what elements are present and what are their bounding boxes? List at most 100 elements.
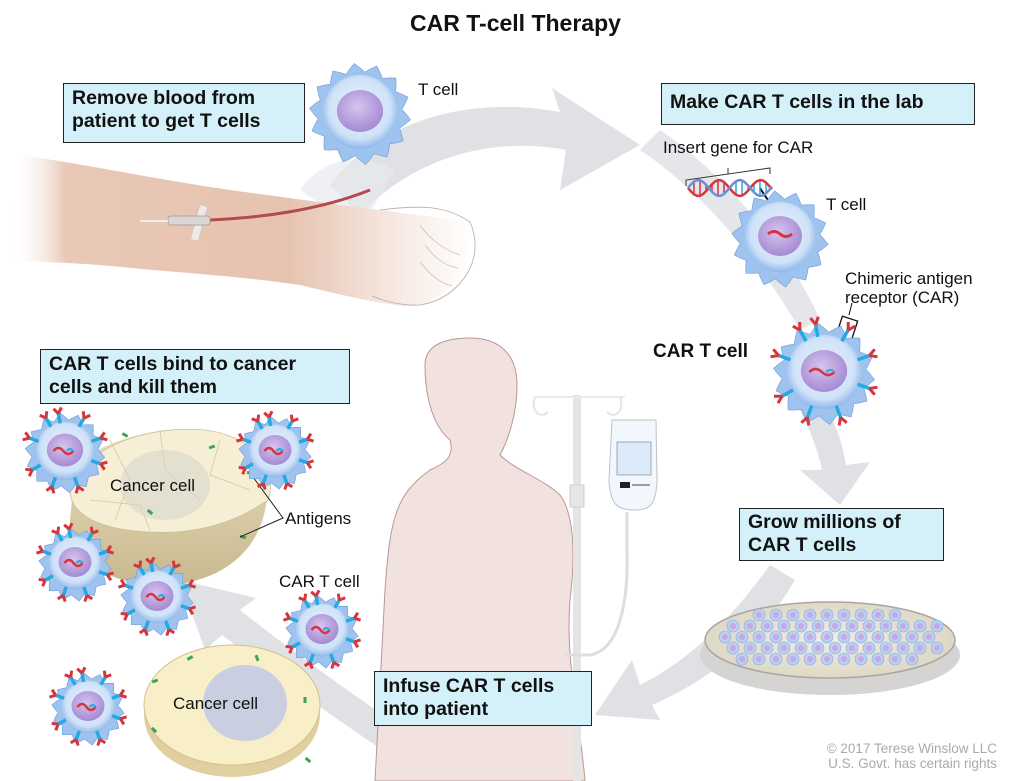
car-receptor-head: [330, 661, 341, 670]
car-receptor-head: [133, 560, 143, 569]
car-receptor-head: [800, 416, 811, 426]
car-receptor-head: [306, 459, 315, 470]
car-receptor-stem: [813, 324, 820, 338]
car-receptor-stem: [56, 532, 64, 542]
page-title: CAR T-cell Therapy: [410, 10, 621, 36]
label-cancer-cell-2: Cancer cell: [173, 694, 259, 713]
car-receptor-head: [96, 738, 107, 747]
car-receptor-head: [263, 410, 274, 419]
step-bind-kill: CAR T cells bind to cancer cells and kil…: [40, 349, 350, 404]
antigen-marker: [303, 697, 307, 703]
t-cell-blood: [309, 63, 411, 165]
step-remove-blood: Remove blood from patient to get T cells: [63, 83, 305, 143]
label-t-cell-blood: T cell: [418, 80, 459, 99]
car-receptor-head: [809, 316, 820, 326]
car-receptor-stem: [261, 474, 268, 485]
car-receptor-stem: [298, 437, 309, 444]
label-car-line2: receptor (CAR): [845, 288, 960, 307]
car-receptor-stem: [74, 730, 81, 741]
car-receptor-stem: [82, 586, 89, 597]
car-receptor-head: [846, 321, 856, 332]
car-receptor-stem: [267, 416, 273, 427]
car-receptor-stem: [298, 458, 309, 465]
car-receptor-stem: [180, 583, 191, 590]
car-receptor-head: [74, 485, 85, 494]
car-receptor-stem: [86, 532, 94, 542]
car-receptor-stem: [345, 616, 356, 623]
step-make-car-t: Make CAR T cells in the lab: [661, 83, 975, 125]
step-grow: Grow millions of CAR T cells: [739, 508, 944, 561]
car-receptor-head: [81, 411, 91, 420]
antigen-marker: [304, 756, 312, 764]
car-receptor-head: [83, 594, 94, 603]
car-receptor-stem: [303, 599, 311, 609]
step-text-line: patient to get T cells: [72, 110, 261, 132]
step-text-line: Make CAR T cells in the lab: [670, 91, 924, 113]
car-receptor-stem: [50, 476, 58, 488]
step-text-line: cells and kill them: [49, 376, 217, 398]
car-receptor-head: [285, 644, 294, 654]
car-receptor-stem: [164, 620, 171, 631]
antigen-marker: [150, 726, 158, 734]
car-receptor-stem: [138, 566, 146, 576]
arrow-to-grow: [800, 400, 870, 505]
car-receptor-stem: [805, 404, 814, 418]
iv-tubing: [565, 512, 629, 657]
label-insert-gene: Insert gene for CAR: [663, 138, 814, 157]
car-receptor-head: [283, 482, 294, 491]
antigen-marker: [254, 654, 260, 662]
car-receptor-stem: [28, 436, 40, 444]
arrow-lab-shadow: [300, 159, 395, 230]
car-receptor-head: [235, 432, 244, 443]
car-receptor-stem: [61, 586, 68, 597]
car-receptor-stem: [99, 676, 107, 686]
car-receptor-stem: [244, 462, 254, 470]
car-receptor-head: [89, 526, 99, 535]
car-receptor-head: [45, 485, 56, 494]
car-receptor-head: [56, 594, 67, 603]
gene-bracket: [685, 167, 771, 186]
car-receptor-stem: [168, 566, 176, 576]
car-receptor-head: [119, 715, 128, 726]
car-receptor-head: [837, 416, 848, 426]
inserted-gene: [767, 230, 793, 238]
car-t-cell-bound-3: [35, 522, 115, 603]
car-receptor-stem: [282, 474, 289, 485]
car-receptor-stem: [288, 616, 299, 623]
car-receptor-stem: [57, 718, 67, 726]
dna-helix-icon: [687, 178, 773, 198]
car-receptor-stem: [44, 417, 53, 428]
step-text-line: Infuse CAR T cells: [383, 675, 555, 697]
car-receptor-stem: [90, 436, 102, 444]
arm-illustration: [10, 155, 476, 307]
car-receptor-head: [38, 577, 47, 587]
car-receptor-stem: [77, 417, 86, 428]
step-infuse: Infuse CAR T cells into patient: [374, 671, 592, 726]
car-receptor-head: [353, 638, 362, 649]
car-receptor-head: [770, 348, 780, 359]
car-receptor-head: [171, 560, 181, 569]
car-receptor-stem: [54, 693, 65, 700]
car-receptor-stem: [67, 528, 73, 539]
petri-dish: [700, 601, 960, 695]
antigen-marker: [121, 432, 129, 438]
t-cell-lab: [731, 190, 829, 288]
car-receptor-head: [336, 593, 346, 602]
car-receptor-stem: [329, 653, 336, 664]
car-receptor-head: [51, 721, 60, 731]
car-receptor-stem: [291, 641, 301, 649]
label-car-line1: Chimeric antigen: [845, 269, 973, 288]
iv-catheter: [167, 215, 211, 226]
car-receptor-head: [99, 460, 108, 471]
antigen-marker: [208, 444, 216, 450]
car-receptor-head: [48, 688, 57, 699]
step-text-line: CAR T cells: [748, 534, 857, 556]
car-receptor-stem: [241, 437, 252, 444]
car-receptor-head: [64, 670, 74, 679]
step-text-line: into patient: [383, 698, 489, 720]
antigen-marker: [146, 508, 154, 516]
car-receptor-head: [99, 431, 108, 442]
car-receptor-head: [310, 589, 321, 598]
car-receptor-stem: [180, 604, 191, 611]
car-receptor-head: [256, 482, 267, 491]
